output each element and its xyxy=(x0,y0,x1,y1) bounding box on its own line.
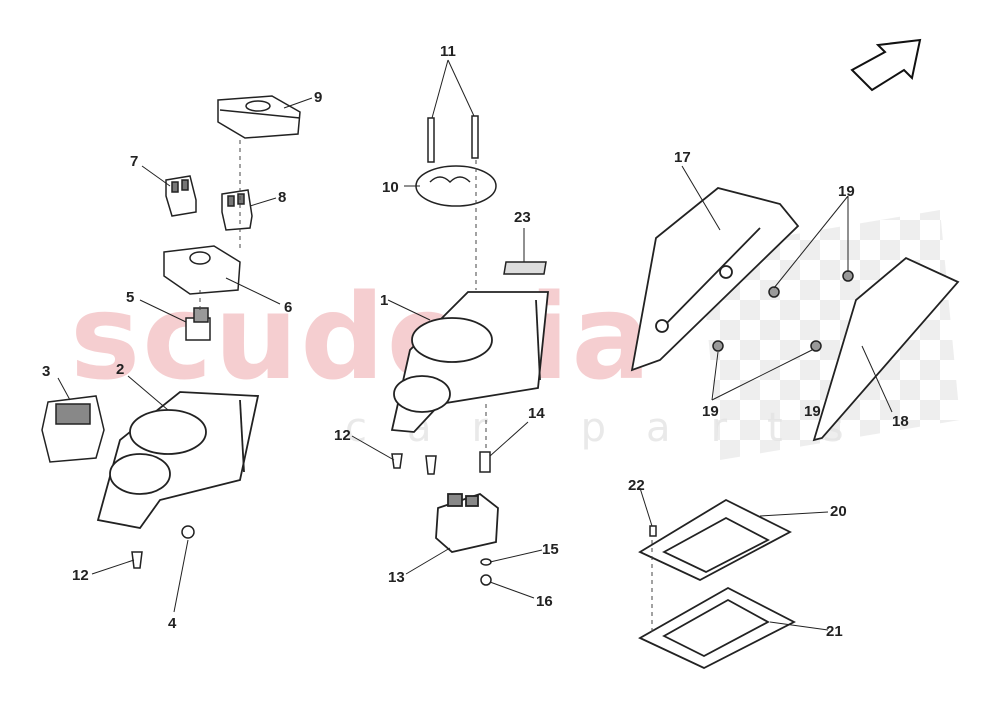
part-9-bracket xyxy=(217,95,301,139)
callout-9: 9 xyxy=(314,89,322,106)
callout-10: 10 xyxy=(382,179,399,196)
part-5-knob xyxy=(185,307,211,341)
part-20-plate xyxy=(638,498,792,582)
part-14-pin xyxy=(479,451,491,473)
callout-12-middle: 12 xyxy=(334,427,351,444)
part-13-module xyxy=(435,492,499,553)
callout-18: 18 xyxy=(892,413,909,430)
callout-12-left: 12 xyxy=(72,567,89,584)
callout-23: 23 xyxy=(514,209,531,226)
callout-8: 8 xyxy=(278,189,286,206)
part-19-clips xyxy=(712,270,854,352)
callout-14: 14 xyxy=(528,405,545,422)
callout-labels: 1 2 3 4 5 6 7 8 9 10 11 12 12 13 14 15 1… xyxy=(42,43,909,640)
part-16-nut xyxy=(480,574,492,586)
part-17-panel xyxy=(630,187,800,372)
leader-lines xyxy=(57,59,893,631)
assembly-lines xyxy=(199,140,653,636)
callout-21: 21 xyxy=(826,623,843,640)
part-12-clips-middle xyxy=(391,453,437,475)
callout-4: 4 xyxy=(168,615,177,632)
callout-11: 11 xyxy=(440,43,456,60)
direction-arrow-icon xyxy=(850,38,922,92)
part-4-clip xyxy=(181,525,195,539)
callout-19-bottom-right: 19 xyxy=(804,403,821,420)
callout-13: 13 xyxy=(388,569,405,586)
part-7-switch xyxy=(165,175,197,217)
callout-17: 17 xyxy=(674,149,691,166)
callout-3: 3 xyxy=(42,363,50,380)
part-23-pad xyxy=(503,261,547,275)
part-18-panel xyxy=(812,256,960,442)
callout-5: 5 xyxy=(126,289,134,306)
callout-1: 1 xyxy=(380,292,388,309)
part-8-switch xyxy=(221,189,253,231)
callout-6: 6 xyxy=(284,299,292,316)
part-11-screws xyxy=(427,115,479,163)
part-21-gasket xyxy=(638,586,796,670)
callout-7: 7 xyxy=(130,153,138,170)
part-22-screw xyxy=(649,525,657,537)
part-2-console xyxy=(96,391,260,529)
callout-20: 20 xyxy=(830,503,847,520)
part-1-console xyxy=(390,291,549,433)
callout-16: 16 xyxy=(536,593,553,610)
callout-2: 2 xyxy=(116,361,124,378)
callout-15: 15 xyxy=(542,541,559,558)
watermark-brand: scuderia xyxy=(70,268,653,406)
callout-19-top: 19 xyxy=(838,183,855,200)
callout-22: 22 xyxy=(628,477,645,494)
part-6-bracket xyxy=(163,245,241,295)
part-10-cover xyxy=(415,165,497,207)
part-3-ashtray xyxy=(41,395,105,463)
part-12-clip-left xyxy=(131,551,143,569)
part-15-washer xyxy=(480,558,492,566)
callout-19-bottom-left: 19 xyxy=(702,403,719,420)
